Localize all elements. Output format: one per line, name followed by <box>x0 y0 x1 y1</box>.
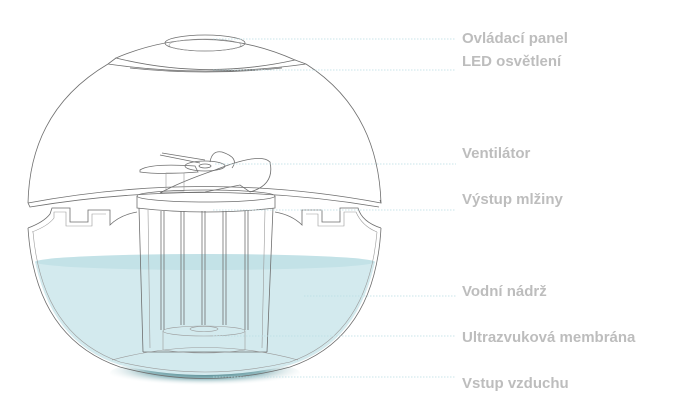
label-ultrasonic-membrane: Ultrazvuková membrána <box>462 329 636 346</box>
leader-lines <box>213 38 456 378</box>
led-ring <box>107 57 307 73</box>
label-air-inlet: Vstup vzduchu <box>462 375 569 392</box>
label-led-lighting: LED osvětlení <box>462 53 562 70</box>
lower-bowl <box>27 227 382 379</box>
label-control-panel: Ovládací panel <box>462 30 568 47</box>
label-water-tank: Vodní nádrž <box>462 283 547 300</box>
rim <box>27 207 382 229</box>
label-mist-outlet: Výstup mlžiny <box>462 191 564 208</box>
upper-dome <box>27 63 382 204</box>
ultrasonic-membrane <box>162 325 246 354</box>
label-fan: Ventilátor <box>462 145 531 162</box>
control-panel <box>114 39 297 70</box>
fan <box>139 151 272 194</box>
mist-outlet <box>136 189 276 353</box>
